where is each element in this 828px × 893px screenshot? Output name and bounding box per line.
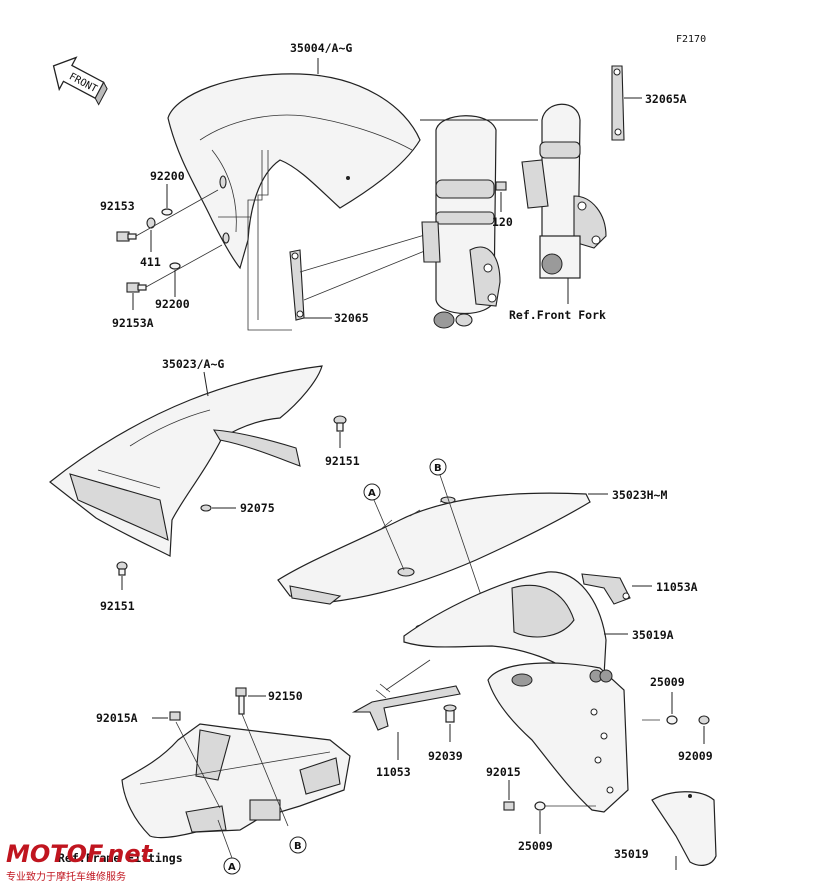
label-92009: 92009	[678, 749, 713, 763]
front-arrow-icon: FRONT	[52, 56, 108, 106]
nut-92015A	[169, 711, 181, 721]
washer-25009-bottom	[534, 801, 546, 811]
front-fork-left	[421, 115, 501, 329]
label-35019: 35019	[614, 847, 649, 861]
bolt-92150	[235, 687, 247, 715]
license-mudflap	[651, 791, 717, 866]
washer-25009-top	[666, 715, 678, 725]
rear-seat-cowl	[277, 492, 591, 632]
bracket-11053	[351, 683, 461, 731]
svg-text:B: B	[294, 841, 302, 852]
label-35019A: 35019A	[632, 628, 674, 642]
watermark-brand: MOTOF.net	[6, 840, 154, 868]
svg-text:A: A	[228, 862, 236, 873]
guide-lines	[218, 150, 292, 331]
label-92150: 92150	[268, 689, 303, 703]
callout-a-upper: A	[363, 483, 381, 501]
watermark-tagline: 专业致力于摩托车维修服务	[6, 870, 126, 883]
label-92151-top: 92151	[325, 454, 360, 468]
label-92151-bottom: 92151	[100, 599, 135, 613]
label-92075: 92075	[240, 501, 275, 515]
side-cowl	[49, 365, 323, 557]
front-fender	[167, 73, 421, 270]
label-92153A: 92153A	[112, 316, 154, 330]
callout-b-lower: B	[289, 836, 307, 854]
front-fork-right	[521, 103, 607, 279]
svg-text:A: A	[368, 488, 376, 499]
label-35023AG: 35023/A~G	[162, 357, 224, 371]
site-watermark: MOTOF.net 专业致力于摩托车维修服务	[6, 840, 154, 883]
fender-hardware	[116, 189, 223, 293]
label-ref-front-fork: Ref.Front Fork	[509, 308, 606, 322]
svg-text:B: B	[434, 463, 442, 474]
label-32065A: 32065A	[645, 92, 687, 106]
bracket-32065	[289, 233, 433, 321]
label-25009-top: 25009	[650, 675, 685, 689]
bracket-32065A	[611, 65, 625, 141]
label-411: 411	[140, 255, 161, 269]
undertray	[121, 723, 351, 839]
label-92039: 92039	[428, 749, 463, 763]
callout-b-upper: B	[429, 458, 447, 476]
figure-code: F2170	[676, 34, 706, 45]
label-92015: 92015	[486, 765, 521, 779]
nut-92009	[698, 715, 710, 725]
label-32065: 32065	[334, 311, 369, 325]
screw-92151-bottom	[116, 561, 128, 576]
label-92200-top: 92200	[150, 169, 185, 183]
label-35023HM: 35023H~M	[612, 488, 667, 502]
label-ref-frame-fittings: Ref.Frame Fittings	[58, 851, 183, 865]
label-120: 120	[492, 215, 513, 229]
bracket-11053A	[581, 573, 631, 605]
label-92200-bottom: 92200	[155, 297, 190, 311]
callout-a-lower: A	[223, 857, 241, 875]
label-11053A: 11053A	[656, 580, 698, 594]
screw-92151-top	[333, 415, 347, 432]
bolt-120	[495, 181, 507, 191]
rear-fender	[403, 571, 629, 813]
bolt-92039	[443, 704, 457, 723]
label-92153: 92153	[100, 199, 135, 213]
label-35004: 35004/A~G	[290, 41, 352, 55]
label-11053: 11053	[376, 765, 411, 779]
nut-92015	[503, 801, 515, 811]
label-92015A: 92015A	[96, 711, 138, 725]
label-25009-bottom: 25009	[518, 839, 553, 853]
